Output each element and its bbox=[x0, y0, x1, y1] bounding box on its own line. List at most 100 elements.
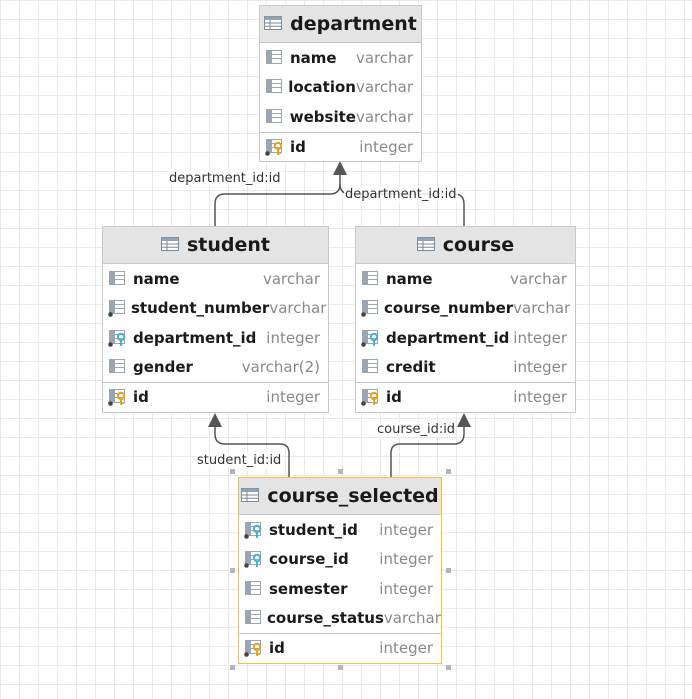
column-type: varchar bbox=[509, 269, 567, 288]
relation-label-selected-course: course_id:id bbox=[376, 422, 457, 437]
column-name: course_status bbox=[267, 609, 384, 628]
column-type: integer bbox=[513, 388, 567, 407]
table-header[interactable]: department bbox=[260, 6, 421, 43]
column-type: varchar bbox=[355, 78, 413, 97]
column-type: varchar bbox=[355, 48, 413, 67]
column-name: credit bbox=[386, 358, 436, 377]
column-name: location bbox=[288, 78, 356, 97]
column-type: integer bbox=[379, 550, 433, 569]
table-name: department bbox=[290, 13, 417, 35]
column-icon bbox=[265, 48, 287, 68]
table-header[interactable]: course bbox=[356, 227, 575, 264]
column-row[interactable]: credit integer bbox=[356, 353, 575, 383]
table-icon bbox=[416, 236, 435, 255]
column-icon bbox=[244, 608, 264, 628]
column-name: name bbox=[133, 269, 180, 288]
column-name: department_id bbox=[133, 328, 257, 347]
primary-key-row[interactable]: id integer bbox=[260, 131, 421, 162]
column-name: semester bbox=[269, 579, 348, 598]
column-icon bbox=[361, 357, 383, 377]
column-type: varchar(2) bbox=[241, 358, 320, 377]
primary-key-row[interactable]: id integer bbox=[356, 382, 575, 412]
primary-key-row[interactable]: id integer bbox=[239, 633, 441, 663]
primary-key-icon bbox=[361, 387, 383, 407]
column-icon bbox=[244, 579, 266, 599]
table-icon bbox=[264, 15, 283, 34]
column-name: student_number bbox=[131, 299, 270, 318]
column-name: website bbox=[289, 107, 356, 126]
column-name: course_number bbox=[384, 299, 514, 318]
column-name: name bbox=[290, 48, 337, 67]
column-type: integer bbox=[379, 639, 433, 658]
column-type: integer bbox=[513, 328, 567, 347]
column-type: integer bbox=[266, 328, 320, 347]
relation-line-selected-course[interactable] bbox=[390, 425, 465, 477]
table-icon bbox=[160, 236, 179, 255]
primary-key-icon bbox=[265, 137, 287, 157]
selection-handle[interactable] bbox=[446, 665, 451, 670]
column-type: varchar bbox=[383, 609, 441, 628]
table-header[interactable]: student bbox=[103, 227, 328, 264]
relation-label-selected-student: student_id:id bbox=[196, 453, 283, 468]
selection-handle[interactable] bbox=[338, 665, 343, 670]
column-name: id bbox=[269, 639, 285, 658]
table-header[interactable]: course_selected bbox=[239, 478, 441, 515]
selection-handle[interactable] bbox=[338, 469, 343, 474]
column-name: id bbox=[386, 388, 402, 407]
relation-line-selected-student[interactable] bbox=[214, 425, 290, 477]
column-name: name bbox=[386, 269, 433, 288]
column-type: integer bbox=[359, 137, 413, 156]
selection-handle[interactable] bbox=[230, 665, 235, 670]
column-type: varchar bbox=[513, 299, 571, 318]
column-type: varchar bbox=[269, 299, 327, 318]
selection-handle[interactable] bbox=[446, 568, 451, 573]
column-type: varchar bbox=[262, 269, 320, 288]
indexed-column-icon bbox=[361, 298, 381, 318]
table-name: course_selected bbox=[267, 485, 439, 507]
column-row[interactable]: course_id integer bbox=[239, 545, 441, 575]
selection-handle[interactable] bbox=[446, 469, 451, 474]
column-type: integer bbox=[513, 358, 567, 377]
primary-key-icon bbox=[108, 387, 130, 407]
selection-handle[interactable] bbox=[230, 469, 235, 474]
foreign-key-column-icon bbox=[244, 549, 266, 569]
foreign-key-column-icon bbox=[108, 328, 130, 348]
column-name: id bbox=[133, 388, 149, 407]
arrowhead-course bbox=[457, 413, 471, 427]
column-row[interactable]: name varchar bbox=[103, 264, 328, 294]
table-name: student bbox=[186, 234, 270, 256]
column-row[interactable]: semester integer bbox=[239, 574, 441, 604]
column-name: course_id bbox=[269, 550, 349, 569]
arrowhead-department bbox=[333, 161, 347, 175]
primary-key-icon bbox=[244, 638, 266, 658]
column-row[interactable]: department_id integer bbox=[103, 323, 328, 353]
column-name: id bbox=[290, 137, 306, 156]
table-icon bbox=[241, 487, 260, 506]
selection-handle[interactable] bbox=[230, 568, 235, 573]
column-type: integer bbox=[379, 579, 433, 598]
relation-line-student-department[interactable] bbox=[214, 172, 341, 226]
column-row[interactable]: name varchar bbox=[260, 43, 421, 73]
arrowhead-student bbox=[208, 413, 222, 427]
column-type: varchar bbox=[355, 107, 413, 126]
column-name: department_id bbox=[386, 328, 510, 347]
column-icon bbox=[108, 269, 130, 289]
foreign-key-column-icon bbox=[361, 328, 383, 348]
relation-label-student-department: department_id:id bbox=[168, 171, 282, 186]
column-row[interactable]: name varchar bbox=[356, 264, 575, 294]
